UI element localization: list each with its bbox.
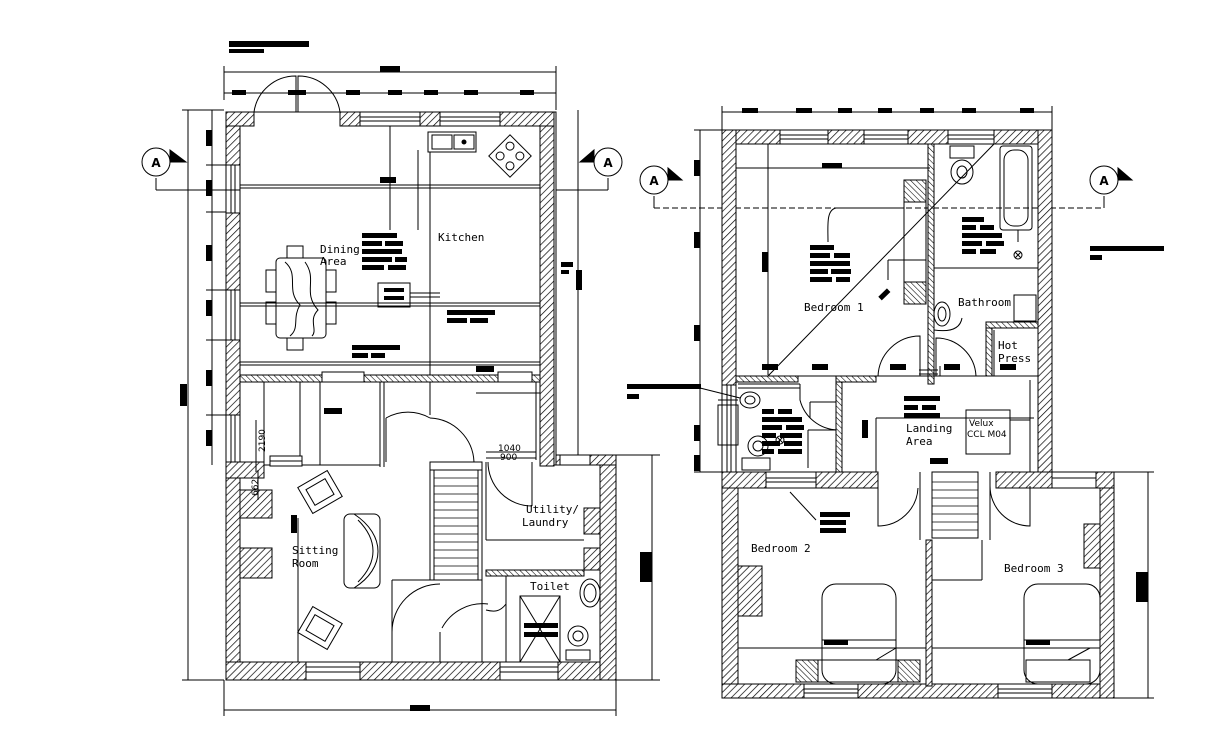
section-marker-ff-left: [639, 165, 1104, 209]
label-line: Velux: [969, 419, 994, 429]
label-line: Dining: [320, 243, 360, 256]
dim-900: 900: [500, 453, 517, 463]
label-bedroom-3: Bedroom 3: [1004, 562, 1064, 575]
label-line: Sitting: [292, 544, 338, 557]
label-line: Room: [292, 557, 319, 570]
section-marker-ff-right: [1089, 165, 1134, 208]
section-marker-gf-left: [141, 147, 240, 191]
section-marker-gf-right: [556, 147, 623, 191]
label-line: Press: [998, 352, 1031, 365]
section-label: A: [151, 156, 161, 170]
label-bedroom-1: Bedroom 1: [804, 301, 864, 314]
room-labels: Dining Area Kitchen Sitting Room Utility…: [292, 231, 1064, 593]
label-line: Hot: [998, 339, 1018, 352]
dim-1040: 1040: [498, 444, 521, 454]
label-line: Landing: [906, 422, 952, 435]
label-utility-laundry: Utility/ Laundry: [522, 503, 586, 529]
section-label: A: [603, 156, 613, 170]
label-dining-area: Dining Area: [320, 243, 366, 268]
label-hot-press: Hot Press: [998, 339, 1031, 365]
first-floor-plan: [627, 106, 1164, 699]
label-landing-area: Landing Area: [906, 422, 959, 448]
label-bathroom: Bathroom: [958, 296, 1011, 309]
section-label: A: [649, 174, 659, 188]
label-bedroom-2: Bedroom 2: [751, 542, 811, 555]
label-toilet: Toilet: [530, 580, 570, 593]
label-velux: Velux CCL M04: [967, 419, 1007, 440]
label-sitting-room: Sitting Room: [292, 544, 345, 570]
label-line: Area: [320, 255, 347, 268]
dimension-labels: 2190 662 1040 900: [251, 429, 521, 496]
label-kitchen: Kitchen: [438, 231, 484, 244]
label-line: Utility/: [526, 503, 579, 516]
dim-2190: 2190: [258, 429, 268, 452]
section-label: A: [1099, 174, 1109, 188]
label-line: CCL M04: [967, 430, 1007, 440]
label-line: Laundry: [522, 516, 569, 529]
label-line: Area: [906, 435, 933, 448]
dim-662: 662: [251, 479, 261, 496]
ground-floor-plan: [180, 41, 660, 716]
